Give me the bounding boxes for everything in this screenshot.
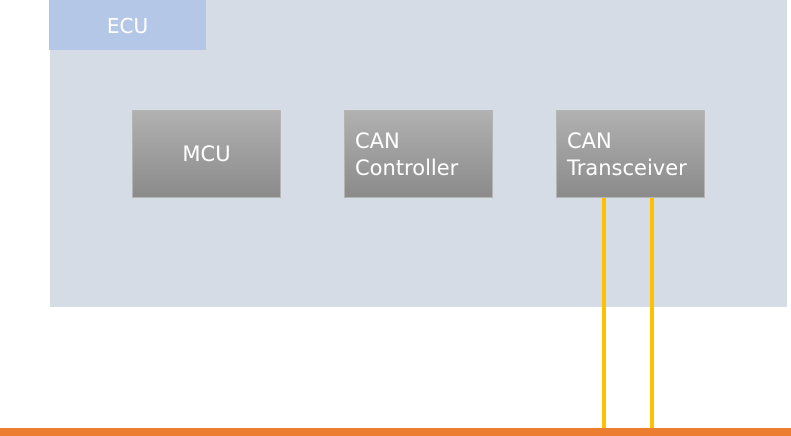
can-transceiver-block: CAN Transceiver bbox=[556, 110, 705, 198]
can-bus-line bbox=[0, 428, 791, 436]
can-transceiver-label-line1: CAN bbox=[567, 129, 612, 153]
can-transceiver-label-line2: Transceiver bbox=[567, 156, 687, 180]
can-high-wire bbox=[602, 198, 606, 432]
mcu-label: MCU bbox=[182, 141, 231, 166]
can-low-wire bbox=[650, 198, 654, 432]
ecu-label-text: ECU bbox=[106, 14, 149, 38]
can-controller-label-line1: CAN bbox=[355, 129, 400, 153]
ecu-label: ECU bbox=[49, 0, 206, 50]
can-controller-label-line2: Controller bbox=[355, 156, 459, 180]
mcu-block: MCU bbox=[132, 110, 281, 198]
can-controller-block: CAN Controller bbox=[344, 110, 493, 198]
